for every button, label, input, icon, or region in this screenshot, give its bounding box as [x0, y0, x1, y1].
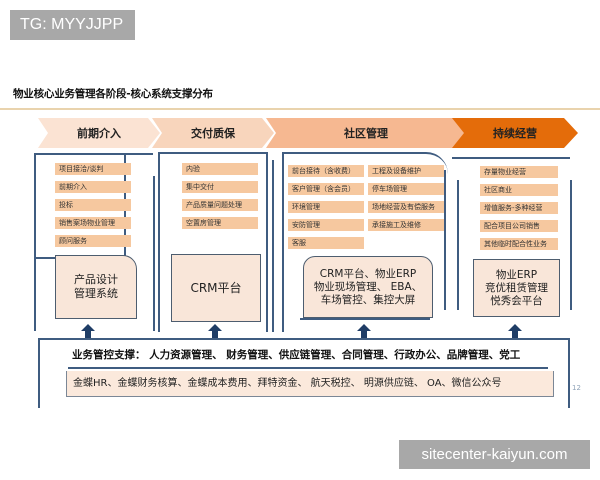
- chevron-shape: [152, 118, 274, 148]
- task-item: 集中交付: [182, 181, 258, 193]
- task-item: 客服: [288, 237, 364, 249]
- arrow-up-icon: [208, 324, 222, 338]
- task-item: 社区商业: [480, 184, 558, 196]
- stage-3-bottom-curve: [300, 318, 430, 320]
- arrow-up-icon: [81, 324, 95, 338]
- task-item: 销售案场物业管理: [55, 217, 131, 229]
- watermark-top: TG: MYYJJPP: [10, 10, 135, 40]
- support-systems-box: 金蝶HR、金蝶财务核算、金蝶成本费用、拜特资金、 航天税控、 明源供应链、 OA…: [66, 371, 554, 397]
- task-item: 前台接待（含收费）: [288, 165, 364, 177]
- task-item: 产品质量问题处理: [182, 199, 258, 211]
- system-box-community: CRM平台、物业ERP 物业现场管理、 EBA、 车场管控、集控大屏: [303, 256, 433, 318]
- task-item: 工程及设备维护: [368, 165, 444, 177]
- stage-4-left-rail: [457, 180, 459, 310]
- stage-4-right-rail: [570, 180, 572, 310]
- task-item: 场地经营及有偿服务: [368, 201, 444, 213]
- stage-chevron-4: 持续经营: [452, 118, 578, 148]
- task-item: 项目接洽/谈判: [55, 163, 131, 175]
- page-number: 12: [572, 384, 581, 392]
- stage-2-right-rail: [272, 160, 274, 332]
- watermark-bottom: sitecenter-kaiyun.com: [399, 440, 590, 469]
- task-item: 配合项目公司销售: [480, 220, 558, 232]
- task-item: 客户管理（含会员）: [288, 183, 364, 195]
- task-item: 内验: [182, 163, 258, 175]
- task-item: 前期介入: [55, 181, 131, 193]
- task-item: 安防管理: [288, 219, 364, 231]
- stage-3-right-rail: [444, 170, 446, 310]
- task-item: 顾问服务: [55, 235, 131, 247]
- stage-1-top-rule: [124, 153, 153, 155]
- arrow-up-icon: [357, 324, 371, 338]
- diagram-title: 物业核心业务管理各阶段-核心系统支撑分布: [13, 88, 213, 100]
- support-label: 业务管控支撑： 人力资源管理、 财务管理、供应链管理、合同管理、行政办公、品牌管…: [72, 349, 521, 361]
- task-item: 增值服务-多种经营: [480, 202, 558, 214]
- title-divider: [0, 108, 600, 110]
- task-item: 停车场管理: [368, 183, 444, 195]
- stage-1-right-rail: [153, 176, 155, 331]
- chevron-shape: [38, 118, 160, 148]
- stage-label: 前期介入: [77, 127, 121, 140]
- system-box-operations: 物业ERP 竞优租赁管理 悦秀会平台: [473, 259, 560, 317]
- support-divider: [68, 367, 548, 369]
- stage-chevron-1: 前期介入: [38, 118, 160, 148]
- task-item: 其他临时配合性业务: [480, 238, 558, 250]
- stage-1-left-rail: [34, 259, 36, 331]
- stage-4-top-rule: [452, 157, 570, 159]
- task-item: 存量物业经营: [480, 166, 558, 178]
- arrow-up-icon: [508, 324, 522, 338]
- chevron-shape: [266, 118, 466, 148]
- task-item: 空置房管理: [182, 217, 258, 229]
- stage-2-frame: [158, 152, 268, 332]
- stage-chevron-2: 交付质保: [152, 118, 274, 148]
- stage-chevron-3: 社区管理: [266, 118, 466, 148]
- chevron-shape: [452, 118, 578, 148]
- stage-label: 交付质保: [191, 127, 235, 140]
- task-item: 环境管理: [288, 201, 364, 213]
- stage-label: 持续经营: [493, 127, 537, 140]
- task-item: 投标: [55, 199, 131, 211]
- system-box-product-design: 产品设计 管理系统: [55, 255, 137, 319]
- system-box-crm: CRM平台: [171, 254, 261, 322]
- stage-label: 社区管理: [344, 127, 388, 140]
- task-item: 承接施工及维修: [368, 219, 444, 231]
- stage-3-frame: [282, 152, 448, 332]
